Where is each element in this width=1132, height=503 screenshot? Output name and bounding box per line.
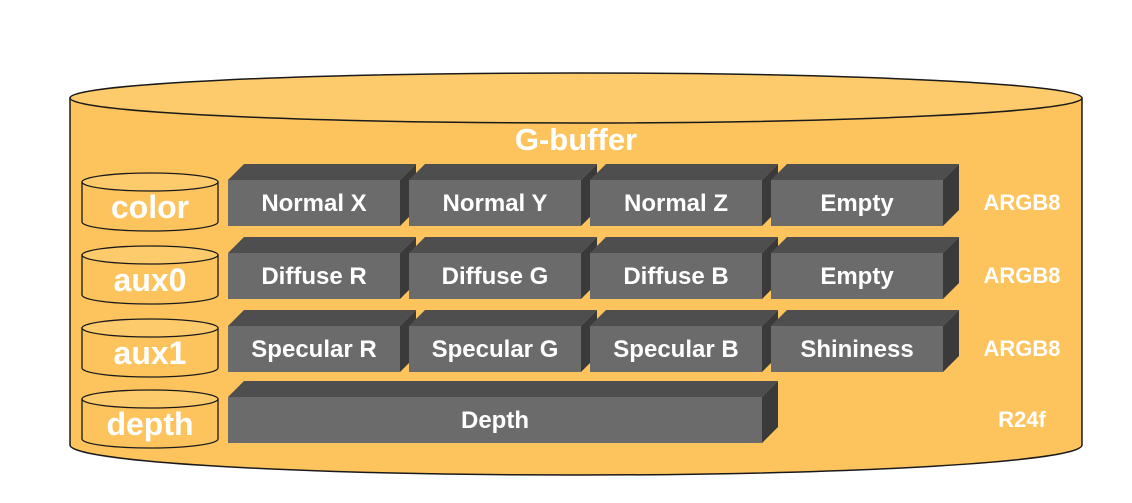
channel-block: Normal Y [409, 164, 597, 226]
channel-block-front [409, 180, 581, 226]
buffer-row-aux0: aux0 Diffuse R Diffuse G Diffuse B Empty ARGB… [81, 237, 1061, 305]
channel-block-top [590, 164, 778, 180]
channel-block: Empty [771, 237, 959, 299]
buffer-format: ARGB8 [983, 336, 1060, 361]
gbuffer-cylinder-top [69, 72, 1083, 124]
channel-block: Specular G [409, 310, 597, 372]
channel-label: Specular B [613, 336, 738, 363]
channel-label: Shininess [800, 336, 913, 363]
channel-block-front [409, 253, 581, 299]
buffer-cylinder-body [81, 254, 219, 305]
buffer-row-aux1: aux1 Specular R Specular G Specular B Shinin… [81, 310, 1061, 378]
gbuffer-title: G-buffer [515, 122, 637, 157]
buffer-row-color: color Normal X Normal Y Normal Z Empty ARGB8 [81, 164, 1061, 232]
channel-block-front [590, 326, 762, 372]
buffer-format: ARGB8 [983, 190, 1060, 215]
channel-block-front [409, 326, 581, 372]
channel-block-top [771, 237, 959, 253]
channel-block-front [590, 253, 762, 299]
channel-label: Empty [820, 190, 894, 217]
buffer-label: aux0 [114, 262, 187, 298]
buffer-label: depth [106, 406, 193, 442]
channel-label: Diffuse G [442, 263, 549, 290]
channel-label: Diffuse B [623, 263, 728, 290]
channel-block-side [762, 381, 778, 443]
channel-block-top [590, 237, 778, 253]
buffer-cylinder-color [81, 172, 219, 232]
channel-block: Normal X [228, 164, 416, 226]
channel-block-front [771, 253, 943, 299]
channel-block-top [228, 310, 416, 326]
buffer-cylinder-top [81, 245, 219, 265]
channel-block-top [409, 310, 597, 326]
channel-block-front [228, 253, 400, 299]
buffer-format: ARGB8 [983, 263, 1060, 288]
channel-label: Normal X [261, 190, 366, 217]
buffer-cylinder-top [81, 318, 219, 338]
buffer-label: color [111, 189, 189, 225]
buffer-label: aux1 [114, 335, 187, 371]
buffer-cylinder-top [81, 389, 219, 409]
channel-block-side [943, 164, 959, 226]
channel-label: Specular G [432, 336, 559, 363]
channel-block: Normal Z [590, 164, 778, 226]
channel-block-top [771, 310, 959, 326]
channel-label: Depth [461, 407, 529, 434]
buffer-row-depth: depth Depth R24f [81, 381, 1047, 449]
channel-label: Normal Y [443, 190, 548, 217]
channel-block-front [771, 180, 943, 226]
buffer-format: R24f [998, 407, 1046, 432]
channel-block: Shininess [771, 310, 959, 372]
buffer-cylinder-aux1 [81, 318, 219, 378]
buffer-cylinder-body [81, 181, 219, 232]
buffer-cylinder-body [81, 398, 219, 449]
channel-block: Specular B [590, 310, 778, 372]
channel-label: Normal Z [624, 190, 728, 217]
channel-block-front [228, 326, 400, 372]
buffer-cylinder-body [81, 327, 219, 378]
channel-block-front [771, 326, 943, 372]
channel-block-top [228, 164, 416, 180]
channel-label: Specular R [251, 336, 376, 363]
channel-block: Diffuse R [228, 237, 416, 299]
channel-block-top [409, 237, 597, 253]
channel-block-top [771, 164, 959, 180]
channel-block-front [590, 180, 762, 226]
channel-block-top [409, 164, 597, 180]
channel-label: Empty [820, 263, 894, 290]
channel-block: Specular R [228, 310, 416, 372]
channel-block: Depth [228, 381, 778, 443]
channel-block: Empty [771, 164, 959, 226]
channel-block-side [943, 310, 959, 372]
buffer-cylinder-top [81, 172, 219, 192]
channel-block: Diffuse G [409, 237, 597, 299]
channel-block-top [228, 381, 778, 397]
channel-label: Diffuse R [261, 263, 366, 290]
buffer-cylinder-aux0 [81, 245, 219, 305]
buffer-cylinder-depth [81, 389, 219, 449]
channel-block-side [943, 237, 959, 299]
channel-block-top [228, 237, 416, 253]
channel-block: Diffuse B [590, 237, 778, 299]
channel-block-top [590, 310, 778, 326]
channel-block-front [228, 397, 762, 443]
channel-block-front [228, 180, 400, 226]
